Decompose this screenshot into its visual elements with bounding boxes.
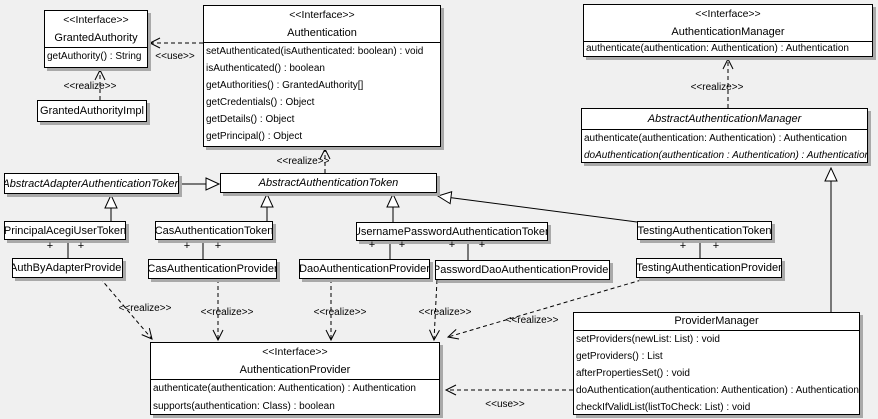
class-name: AbstractAuthenticationToken [258, 177, 399, 189]
method-label: getCredentials() : Object [206, 97, 315, 108]
method-label: doAuthentication(authentication: Authent… [576, 385, 859, 396]
realize-label: <<realize>> [200, 307, 254, 318]
class-name: Authentication [287, 27, 357, 39]
stereotype-label: <<Interface>> [289, 9, 355, 21]
class-granted-authority: <<Interface>> GrantedAuthority getAuthor… [44, 10, 148, 68]
class-name: PasswordDaoAuthenticationProvider [435, 264, 610, 276]
class-username-password-authentication-token: UsernamePasswordAuthenticationToken [356, 222, 548, 241]
class-password-dao-authentication-provider: PasswordDaoAuthenticationProvider [435, 260, 610, 280]
realize-label: <<realize>> [418, 307, 472, 318]
class-testing-authentication-provider: TestingAuthenticationProvider [636, 258, 782, 278]
class-authentication-provider: <<Interface>> AuthenticationProvider aut… [150, 342, 440, 415]
class-abstract-authentication-manager: AbstractAuthenticationManager authentica… [581, 108, 868, 163]
realize-label: <<realize>> [313, 307, 367, 318]
method-label: checkIfValidList(listToCheck: List) : vo… [576, 402, 751, 413]
multiplicity-label: + [712, 240, 720, 252]
method-label: afterPropertiesSet() : void [576, 368, 690, 379]
realize-label: <<realize>> [276, 156, 330, 167]
class-name: TestingAuthenticationToken [637, 224, 772, 237]
class-name: DaoAuthenticationProvider [299, 263, 430, 275]
generalization-edge-testingauthenticationtoken [438, 196, 638, 223]
class-cas-authentication-token: CasAuthenticationToken [155, 221, 273, 240]
realize-label: <<realize>> [63, 81, 117, 92]
class-name: AuthenticationManager [671, 26, 785, 38]
use-label: <<use>> [485, 399, 525, 410]
class-testing-authentication-token: TestingAuthenticationToken [637, 221, 772, 240]
class-principal-acegi-user-token: PrincipalAcegiUserToken [4, 221, 126, 240]
method-label: authenticate(authentication: Authenticat… [151, 379, 439, 398]
class-auth-by-adapter-provider: AuthByAdapterProvider [12, 258, 123, 278]
class-name: UsernamePasswordAuthenticationToken [356, 225, 548, 238]
class-name: ProviderManager [674, 315, 759, 327]
use-label: <<use>> [155, 51, 195, 62]
method-label: setProviders(newList: List) : void [574, 330, 859, 348]
class-granted-authority-impl: GrantedAuthorityImpl [37, 100, 147, 122]
class-name: AuthenticationProvider [239, 364, 351, 376]
method-label: doAuthentication(authentication : Authen… [584, 150, 868, 161]
method-label: supports(authentication: Class) : boolea… [153, 401, 335, 412]
class-authentication-manager: <<Interface>> AuthenticationManager auth… [583, 4, 873, 57]
multiplicity-label: + [77, 240, 85, 252]
multiplicity-label: + [46, 240, 54, 252]
realize-label: <<realize>> [505, 315, 559, 326]
method-label: getProviders() : List [576, 351, 663, 362]
class-name: GrantedAuthority [54, 32, 138, 44]
class-authentication: <<Interface>> Authentication setAuthenti… [203, 5, 441, 147]
realize-label: <<realize>> [118, 303, 172, 314]
method-label: getAuthorities() : GrantedAuthority[] [206, 80, 364, 91]
multiplicity-label: + [448, 239, 456, 251]
method-label: authenticate(authentication: Authenticat… [584, 41, 872, 56]
class-abstract-adapter-authentication-token: AbstractAdapterAuthenticationToken [4, 173, 179, 194]
multiplicity-label: + [478, 239, 486, 251]
multiplicity-label: + [368, 239, 376, 251]
multiplicity-label: + [214, 240, 222, 252]
class-name: GrantedAuthorityImpl [40, 105, 144, 117]
class-name: CasAuthenticationProvider [148, 263, 277, 275]
class-dao-authentication-provider: DaoAuthenticationProvider [299, 259, 430, 279]
multiplicity-label: + [679, 240, 687, 252]
multiplicity-label: + [183, 240, 191, 252]
class-name: CasAuthenticationToken [155, 224, 273, 237]
method-label: getAuthority() : String [45, 47, 147, 65]
class-name: TestingAuthenticationProvider [636, 262, 782, 274]
class-name: PrincipalAcegiUserToken [4, 224, 126, 237]
method-label: authenticate(authentication: Authenticat… [582, 129, 867, 147]
stereotype-label: <<Interface>> [262, 346, 328, 358]
class-cas-authentication-provider: CasAuthenticationProvider [148, 259, 277, 279]
class-abstract-authentication-token: AbstractAuthenticationToken [220, 173, 437, 193]
stereotype-label: <<Interface>> [695, 8, 761, 20]
multiplicity-label: + [398, 239, 406, 251]
stereotype-label: <<Interface>> [63, 14, 129, 26]
method-label: getPrincipal() : Object [206, 131, 303, 142]
method-label: getDetails() : Object [206, 114, 295, 125]
method-label: isAuthenticated() : boolean [206, 63, 325, 74]
method-label: setAuthenticated(isAuthenticated: boolea… [204, 42, 440, 60]
class-name: AbstractAuthenticationManager [647, 113, 802, 125]
class-provider-manager: ProviderManager setProviders(newList: Li… [573, 312, 860, 415]
class-name: AbstractAdapterAuthenticationToken [4, 177, 179, 190]
class-name: AuthByAdapterProvider [12, 262, 123, 274]
realize-label: <<realize>> [690, 82, 744, 93]
